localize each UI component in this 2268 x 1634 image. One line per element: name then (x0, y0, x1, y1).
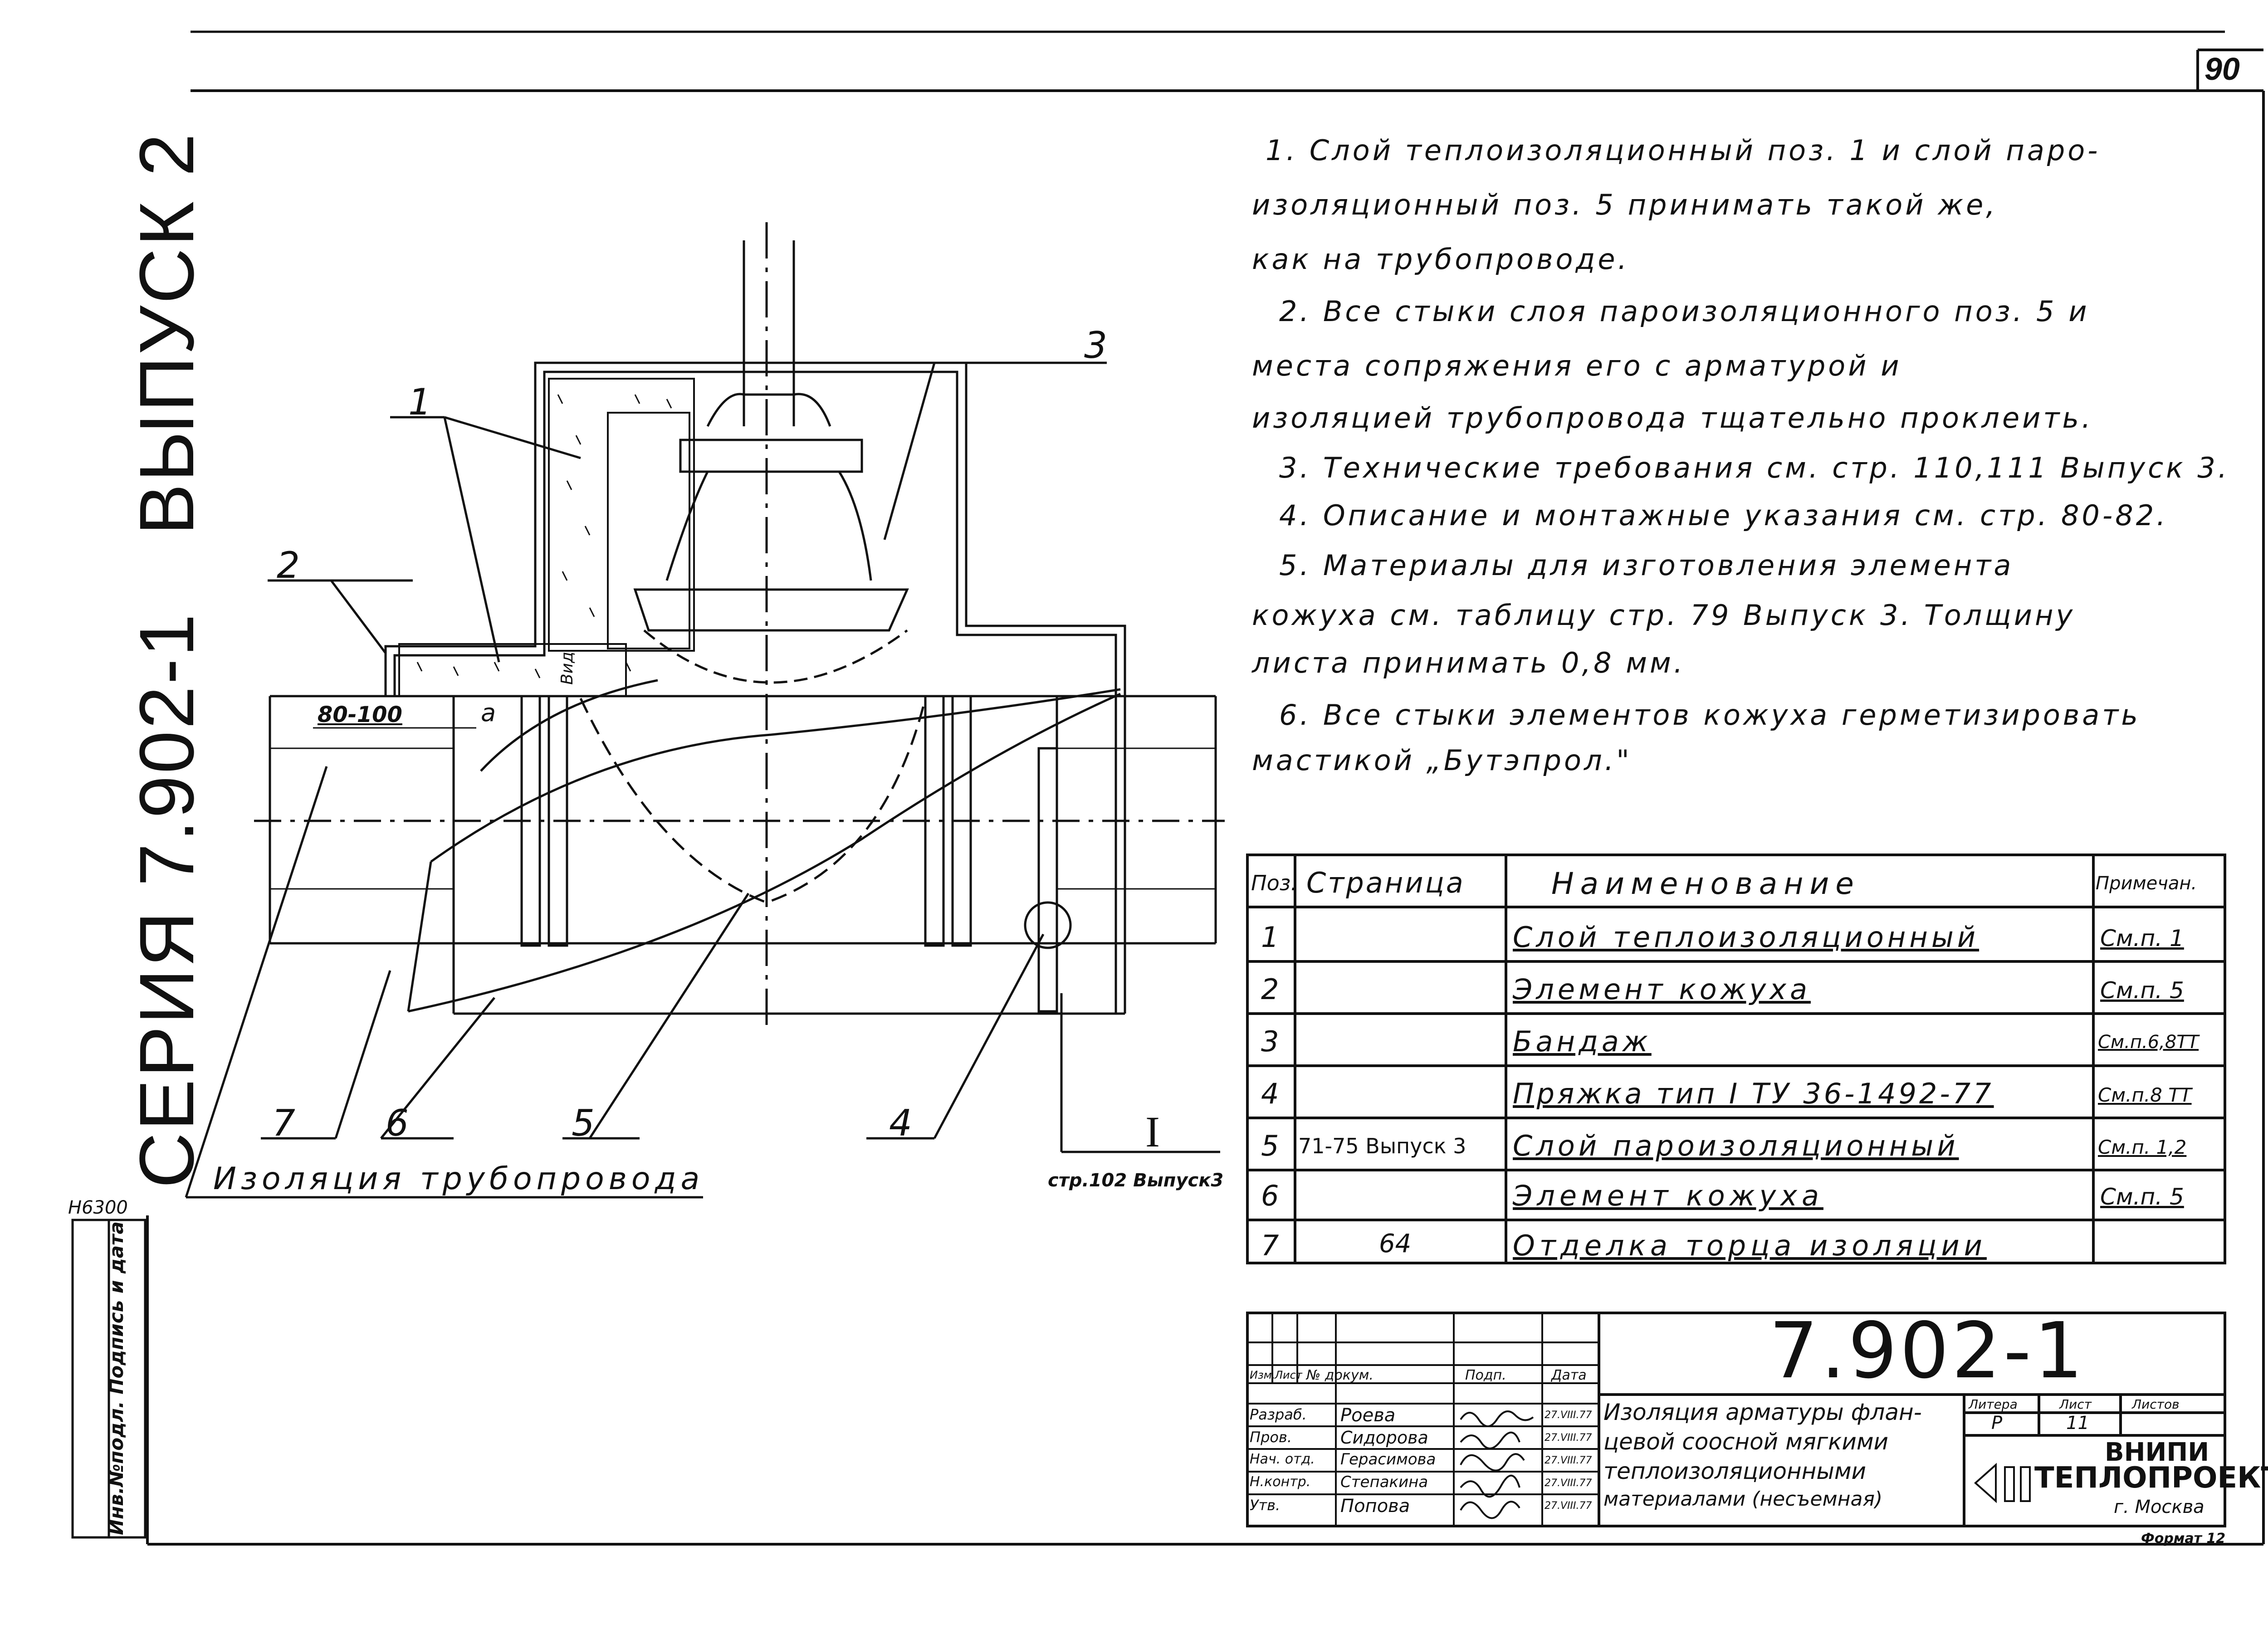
tb-date: 27.VIII.77 (1545, 1455, 1592, 1466)
tb-title-line: теплоизоляционными (1603, 1458, 1867, 1484)
sheet-format: Формат 12 (2141, 1531, 2226, 1546)
tb-stage-header: Литера (1969, 1397, 2018, 1412)
tb-title-line: цевой соосной мягкими (1603, 1429, 1889, 1455)
signatures (1460, 1410, 1534, 1519)
spec-row-3-note: См.п.6,8ТТ (2098, 1032, 2199, 1053)
spec-header-name: Наименование (1551, 866, 1860, 901)
dimension-80-100: 80-100 (318, 702, 402, 727)
tb-stage-header: Лист (2059, 1397, 2092, 1412)
view-label: Вид (558, 652, 577, 685)
spec-row-3-pos: 3 (1261, 1025, 1279, 1058)
spec-row-2-note: См.п. 5 (2100, 977, 2184, 1004)
callout-1: 1 (408, 381, 431, 423)
note-line: как на трубопроводе. (1252, 243, 1630, 276)
callout-7: 7 (272, 1102, 295, 1144)
tb-sheet-number: 11 (2066, 1413, 2089, 1434)
spec-row-4-note: См.п.8 ТТ (2098, 1084, 2192, 1106)
org-name-line2: ТЕПЛОПРОЕКТ (2034, 1461, 2268, 1495)
note-line: 5. Материалы для изготовления элемента (1279, 549, 2014, 582)
tb-date: 27.VIII.77 (1545, 1500, 1592, 1512)
tb-title-line: материалами (несъемная) (1603, 1488, 1883, 1511)
tb-date: 27.VIII.77 (1545, 1478, 1592, 1489)
org-name-line1: ВНИПИ (2105, 1438, 2209, 1467)
tb-name: Роева (1340, 1405, 1396, 1426)
spec-row-5-note: См.п. 1,2 (2098, 1136, 2187, 1158)
spec-table-grid (1246, 854, 2226, 1264)
note-line: изоляционный поз. 5 принимать такой же, (1252, 188, 1998, 221)
note-line: кожуха см. таблицу стр. 79 Выпуск 3. Тол… (1252, 599, 2076, 632)
note-line: 2. Все стыки слоя пароизоляционного поз.… (1279, 295, 2090, 328)
callout-2: 2 (277, 544, 300, 586)
tb-name: Степакина (1340, 1473, 1428, 1491)
tb-date: 27.VIII.77 (1545, 1432, 1592, 1444)
tb-col-header: Дата (1551, 1367, 1587, 1383)
note-line: 6. Все стыки элементов кожуха герметизир… (1279, 698, 2141, 732)
callout-5: 5 (572, 1102, 595, 1144)
tb-role: Утв. (1250, 1497, 1281, 1514)
section-mark: I (1145, 1107, 1160, 1156)
note-line: места сопряжения его с арматурой и (1252, 349, 1902, 382)
document-designation: 7.902-1 (1769, 1306, 2086, 1396)
tb-role: Пров. (1250, 1429, 1292, 1446)
spec-row-2-pos: 2 (1261, 973, 1279, 1006)
note-line: мастикой „Бутэпрол." (1252, 744, 1632, 777)
tb-role: Нач. отд. (1250, 1451, 1315, 1467)
callout-6: 6 (386, 1102, 409, 1144)
tb-stage-header: Листов (2132, 1397, 2180, 1412)
section-reference: стр.102 Выпуск3 (1048, 1170, 1224, 1191)
spec-row-5-pos: 5 (1261, 1129, 1279, 1162)
spec-row-1-note: См.п. 1 (2100, 925, 2184, 951)
spec-row-6-pos: 6 (1261, 1179, 1279, 1212)
spec-row-1-name: Слой теплоизоляционный (1513, 921, 1980, 954)
inventory-code: Н6300 (68, 1197, 128, 1218)
note-line: 4. Описание и монтажные указания см. стр… (1279, 499, 2168, 532)
spec-row-5-name: Слой пароизоляционный (1513, 1129, 1959, 1162)
spec-row-6-note: См.п. 5 (2100, 1184, 2184, 1210)
note-line: 3. Технические требования см. стр. 110,1… (1279, 451, 2230, 484)
spec-row-1-pos: 1 (1261, 921, 1279, 954)
page-number: 90 (2204, 51, 2240, 87)
valve-drawing (185, 222, 1225, 1199)
tb-role: Разраб. (1250, 1406, 1307, 1423)
spec-row-6-name: Элемент кожуха (1513, 1179, 1823, 1212)
spec-header-page: Страница (1306, 866, 1465, 899)
spec-header-pos: Поз. (1251, 871, 1297, 895)
tb-stage: Р (1991, 1413, 2003, 1434)
drawing-caption: Изоляция трубопровода (213, 1161, 704, 1197)
note-line: листа принимать 0,8 мм. (1252, 646, 1686, 679)
tb-date: 27.VIII.77 (1545, 1410, 1592, 1421)
org-city: г. Москва (2114, 1497, 2204, 1517)
spec-row-4-pos: 4 (1261, 1077, 1279, 1110)
tb-col-header: № докум. (1306, 1367, 1374, 1383)
spec-row-7-pos: 7 (1261, 1229, 1279, 1262)
tb-role: Н.контр. (1250, 1474, 1311, 1490)
tb-name: Сидорова (1340, 1428, 1428, 1448)
spec-row-2-name: Элемент кожуха (1513, 973, 1811, 1006)
dimension-a: a (481, 698, 496, 727)
sheet-frame (146, 30, 2265, 1546)
series-label: СЕРИЯ 7.902-1 (124, 612, 210, 1188)
callout-4: 4 (889, 1102, 912, 1144)
issue-label: ВЫПУСК 2 (124, 132, 210, 535)
tb-title-line: Изоляция арматуры флан- (1603, 1399, 1922, 1425)
note-line: 1. Слой теплоизоляционный поз. 1 и слой … (1266, 134, 2101, 167)
spec-row-7-name: Отделка торца изоляции (1513, 1229, 1987, 1262)
tb-col-header: Подп. (1465, 1367, 1506, 1383)
spec-row-5-page: 71-75 Выпуск 3 (1298, 1134, 1466, 1158)
spec-row-7-page: 64 (1379, 1229, 1412, 1258)
spec-row-3-name: Бандаж (1513, 1025, 1652, 1058)
side-stamp-text: Инв.№подл. Подпись и дата (105, 1221, 127, 1535)
title-block-grid (1246, 1312, 2226, 1527)
tb-col-header: Изм. (1250, 1369, 1276, 1381)
note-line: изоляцией трубопровода тщательно проклеи… (1252, 401, 2093, 434)
callout-3: 3 (1084, 324, 1107, 366)
side-stamp-box (71, 1219, 147, 1539)
spec-header-note: Примечан. (2096, 873, 2197, 894)
tb-name: Попова (1340, 1496, 1410, 1517)
tb-name: Герасимова (1340, 1450, 1436, 1468)
tb-col-header: Лист (1275, 1369, 1302, 1381)
spec-row-4-name: Пряжка тип I ТУ 36-1492-77 (1513, 1077, 1994, 1110)
